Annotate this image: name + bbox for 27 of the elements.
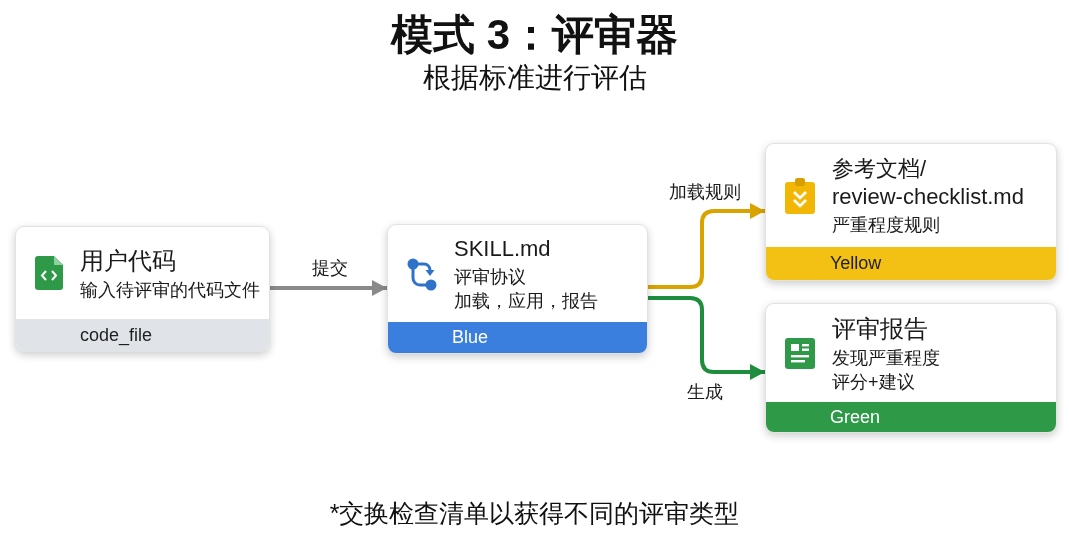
edge-label: 提交 xyxy=(310,257,350,279)
arrow xyxy=(648,203,765,289)
card-title: SKILL.md xyxy=(454,234,551,263)
card-title: 用户代码 xyxy=(80,245,176,276)
edge-label: 加载规则 xyxy=(667,181,743,203)
caption-note: *交换检查清单以获得不同的评审类型 xyxy=(329,498,740,529)
card-text: 输入待评审的代码文件 xyxy=(80,278,260,302)
card-text: 严重程度规则 xyxy=(832,213,940,237)
card-title: 参考文档/ review-checklist.md xyxy=(832,154,1025,211)
card-footer: code_file xyxy=(16,319,269,351)
card-title: 评审报告 xyxy=(832,313,928,344)
process-card xyxy=(387,224,648,354)
card-text: 发现严重程度 xyxy=(832,346,940,370)
card-text: 评分+建议 xyxy=(832,370,915,394)
card-text: 加载，应用，报告 xyxy=(454,289,598,313)
card-text: 评审协议 xyxy=(454,265,526,289)
process-card xyxy=(765,143,1057,281)
card-footer: Blue xyxy=(388,322,647,353)
title: 模式 3：评审器 xyxy=(391,10,678,60)
process-card xyxy=(765,303,1057,433)
edge-label: 生成 xyxy=(685,381,725,403)
arrow xyxy=(270,280,387,296)
card-footer: Yellow xyxy=(766,247,1056,280)
process-card xyxy=(15,226,270,352)
subtitle: 根据标准进行评估 xyxy=(422,61,647,95)
card-footer: Green xyxy=(766,402,1056,432)
arrow xyxy=(648,296,765,380)
